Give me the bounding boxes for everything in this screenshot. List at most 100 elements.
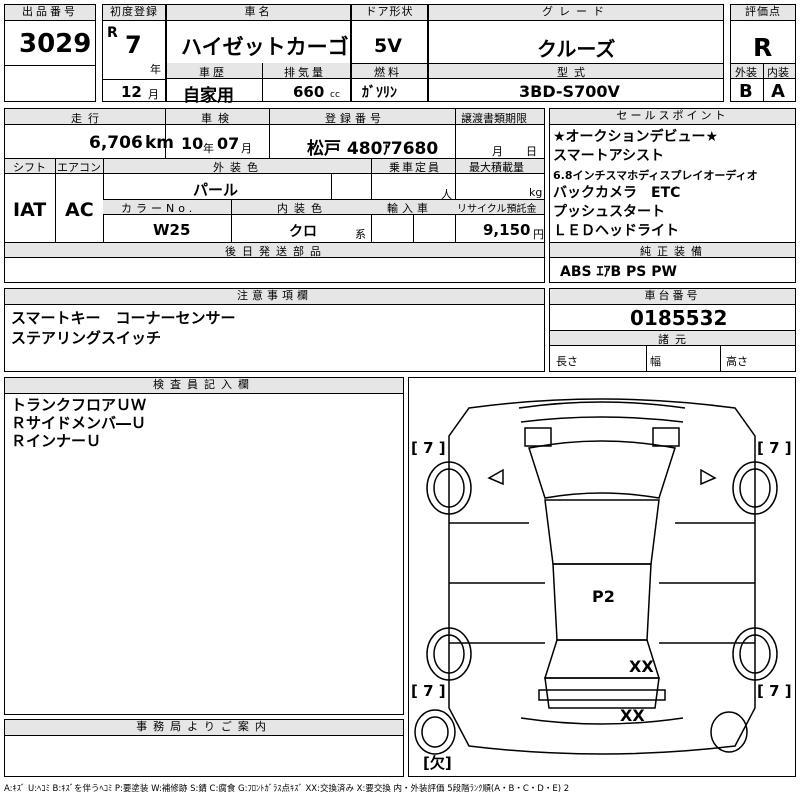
office-label: 事務局よりご案内: [5, 720, 403, 736]
first-reg-year: 7: [125, 31, 142, 59]
inspection-year-unit: 年: [203, 142, 214, 155]
door-value: 5V: [374, 35, 402, 57]
displacement-unit: cc: [330, 90, 340, 100]
chassis-label: 車台番号: [550, 289, 795, 305]
lot-box: 出品番号 3029: [4, 4, 96, 102]
transfer-month-unit: 月: [492, 145, 503, 158]
sales-points-box: セールスポイント ★オークションデビュー★ スマートアシスト 6.8インチスマホ…: [549, 108, 796, 283]
first-registration-box: 初度登録 R 7 年 12 月: [102, 4, 166, 102]
int-rating-label: 内装: [767, 66, 789, 79]
inspector-item-2: Ｒサイドメンバ―Ｕ: [11, 414, 147, 432]
tire-front-right-score: [ 7 ]: [757, 439, 792, 457]
inspection-month: 07: [217, 134, 240, 153]
width-label: 幅: [650, 355, 661, 368]
notes-label: 注意事項欄: [5, 289, 544, 305]
import-label: 輸入車: [387, 202, 432, 215]
sales-point-6: ＬＥＤヘッドライト: [553, 223, 679, 239]
car-name-value: ハイゼットカーゴ: [181, 35, 349, 59]
first-reg-era: R: [107, 25, 118, 41]
mileage-label: 走行: [71, 112, 105, 125]
capacity-label: 乗車定員: [389, 161, 441, 174]
office-box: 事務局よりご案内: [4, 719, 404, 777]
later-parts-label: 後日発送部品: [225, 245, 327, 258]
inspection-year: 10: [181, 134, 204, 153]
rating-box: 評価点 R 外装 内装 B A: [730, 4, 796, 102]
tire-rear-left-score: [ 7 ]: [411, 682, 446, 700]
sales-point-1: ★オークションデビュー★: [553, 129, 719, 145]
dims-label: 諸元: [658, 333, 692, 346]
note-2: ステアリングスイッチ: [11, 329, 162, 347]
first-reg-year-unit: 年: [150, 63, 161, 76]
standard-equip-label: 純正装備: [640, 245, 708, 258]
grade-label: グレード: [429, 5, 723, 21]
shift-value: IAT: [13, 199, 47, 221]
displacement-value: 660: [293, 83, 325, 101]
color-no-value: W25: [153, 221, 191, 239]
inspector-item-1: トランクフロアＵＷ: [11, 396, 147, 414]
car-name-label: 車名: [167, 5, 350, 21]
note-1: スマートキー コーナーセンサー: [11, 309, 236, 327]
int-rating-value: A: [771, 81, 785, 102]
color-no-label: カラーNo.: [121, 202, 197, 215]
registration-value: 松戸 480ｱ7680: [307, 139, 439, 159]
registration-label: 登録番号: [325, 112, 385, 125]
capacity-unit: 人: [441, 188, 452, 201]
inspector-box: 検査員記入欄 トランクフロアＵＷ Ｒサイドメンバ―Ｕ ＲインナーＵ: [4, 377, 404, 715]
transfer-day-unit: 日: [526, 145, 537, 158]
transfer-label: 譲渡書類期限: [461, 112, 527, 125]
history-value: 自家用: [183, 86, 234, 106]
exterior-color-label: 外装色: [213, 161, 264, 174]
interior-color-unit: 系: [355, 228, 366, 241]
aircon-label: エアコン: [57, 161, 101, 174]
spare-tire-score: [欠]: [423, 754, 452, 772]
tire-rear-right-score: [ 7 ]: [757, 682, 792, 700]
interior-color-label: 内装色: [277, 202, 328, 215]
sales-point-5: プッシュスタート: [553, 204, 665, 220]
grade-box: グレード クルーズ 型式 3BD-S700V: [428, 4, 724, 102]
rating-label: 評価点: [731, 5, 795, 21]
recycle-unit: 円: [533, 228, 544, 241]
aircon-value: AC: [65, 199, 94, 221]
lot-label: 出品番号: [5, 5, 95, 21]
mileage-value: 6,706: [89, 133, 143, 153]
car-name-box: 車名 ハイゼットカーゴ 車歴 排気量 自家用 660 cc: [166, 4, 351, 106]
inspector-item-3: ＲインナーＵ: [11, 432, 102, 450]
standard-equip-value: ABS ｴｱB PS PW: [560, 264, 677, 280]
door-label: ドア形状: [352, 5, 427, 21]
displacement-label: 排気量: [284, 66, 326, 79]
history-label: 車歴: [199, 66, 227, 79]
damage-mark-rear: XX: [629, 657, 654, 676]
damage-legend: A:ｷｽﾞ U:ﾍｺﾐ B:ｷｽﾞを伴うﾍｺﾐ P:要塗装 W:補修跡 S:錆 …: [4, 784, 570, 794]
door-box: ドア形状 5V 燃料 ｶﾞｿﾘﾝ: [351, 4, 428, 102]
chassis-value: 0185532: [630, 306, 728, 330]
notes-box: 注意事項欄 スマートキー コーナーセンサー ステアリングスイッチ: [4, 288, 545, 372]
max-load-unit: kg: [529, 186, 543, 199]
inspection-month-unit: 月: [241, 142, 252, 155]
ext-rating-value: B: [739, 81, 753, 102]
model-label: 型式: [557, 66, 591, 79]
first-reg-label: 初度登録: [103, 5, 165, 21]
model-value: 3BD-S700V: [519, 82, 620, 101]
first-reg-month: 12: [121, 83, 142, 101]
height-label: 高さ: [726, 355, 748, 368]
car-diagram: [ 7 ] [ 7 ] [ 7 ] [ 7 ] [欠] P2 XX XX: [408, 377, 796, 777]
car-outline-diagram: [414, 398, 778, 755]
sales-point-4: バックカメラ ETC: [553, 185, 681, 201]
grade-value: クルーズ: [537, 37, 616, 61]
inspection-label: 車検: [201, 112, 235, 125]
damage-mark-bumper: XX: [620, 706, 645, 725]
fuel-label: 燃料: [374, 66, 402, 79]
ext-rating-label: 外装: [735, 66, 757, 79]
first-reg-month-unit: 月: [148, 88, 159, 101]
max-load-label: 最大積載量: [469, 161, 524, 174]
sales-point-2: スマートアシスト: [553, 148, 665, 164]
spec-block: 走行 車検 登録番号 譲渡書類期限 6,706 km 10 年 07 月 松戸 …: [4, 108, 545, 283]
sales-points-label: セールスポイント: [550, 109, 795, 125]
rating-value: R: [753, 33, 773, 62]
length-label: 長さ: [556, 355, 578, 368]
fuel-value: ｶﾞｿﾘﾝ: [362, 85, 397, 101]
interior-color-value: クロ: [289, 224, 317, 240]
lot-number: 3029: [19, 29, 92, 59]
recycle-value: 9,150: [483, 221, 531, 239]
damage-mark-roof: P2: [592, 587, 615, 606]
